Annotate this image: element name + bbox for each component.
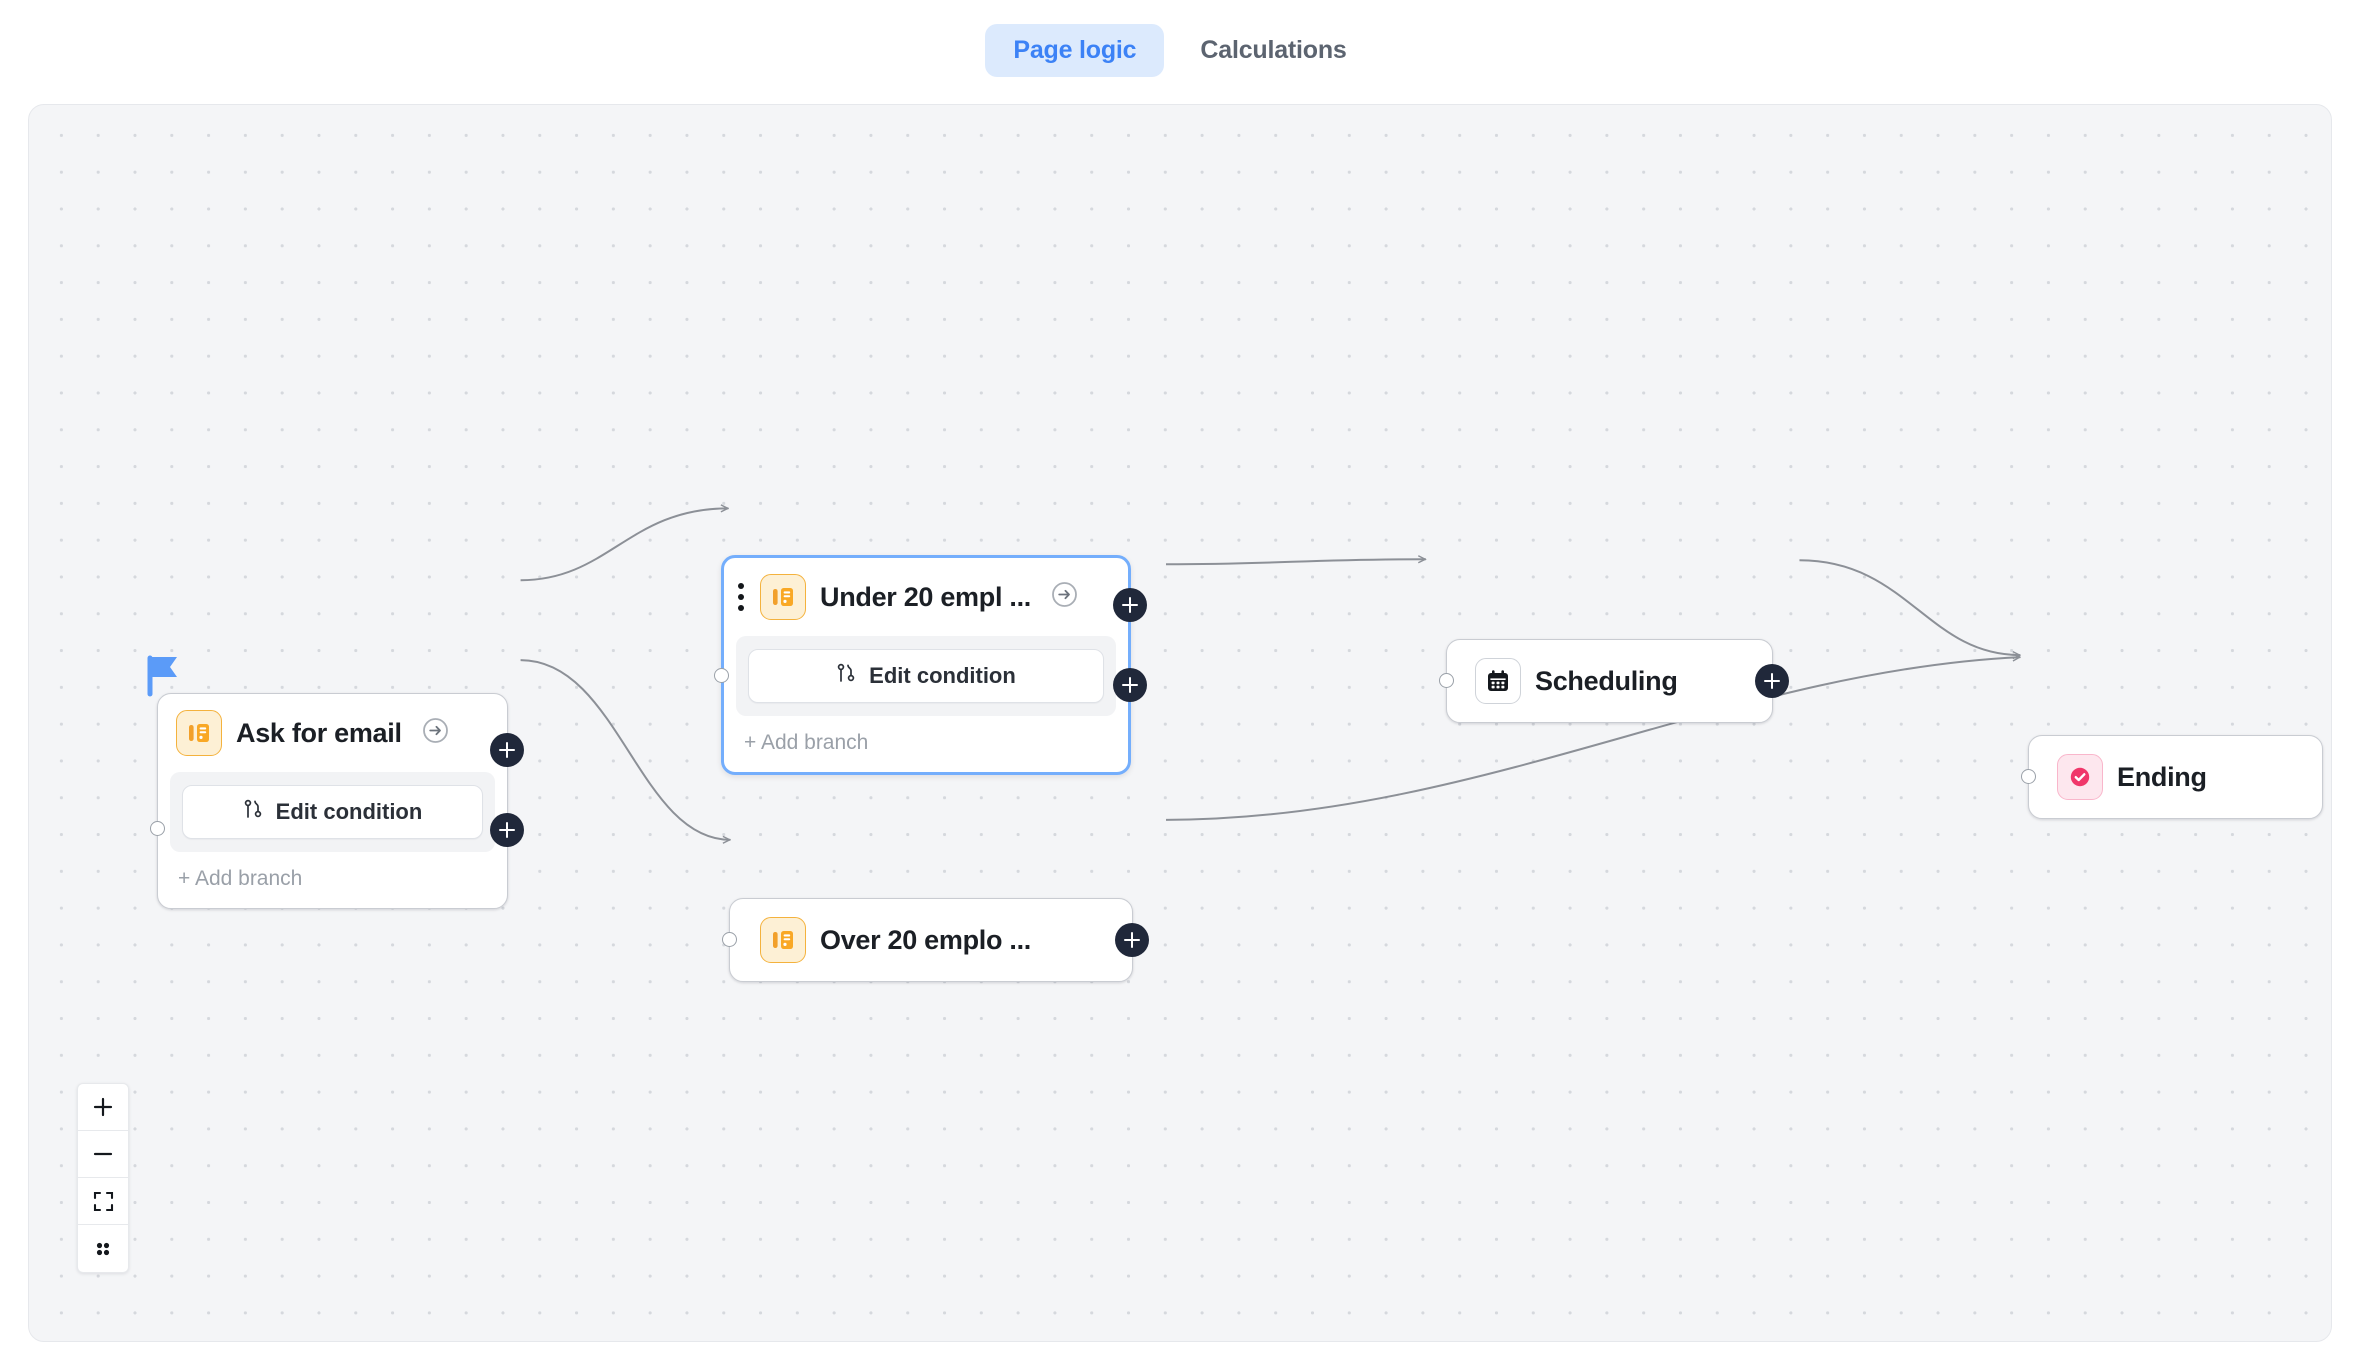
start-flag-icon xyxy=(144,654,184,703)
go-to-page-icon[interactable] xyxy=(1051,581,1078,613)
form-icon xyxy=(176,710,222,756)
edge-scheduling-to-ending xyxy=(1799,559,2020,655)
input-port[interactable] xyxy=(2021,769,2036,784)
go-to-page-icon[interactable] xyxy=(422,717,449,749)
node-header-over-20: Over 20 emplo ... xyxy=(730,899,1132,981)
node-title: Scheduling xyxy=(1535,665,1678,696)
node-header-ask-for-email: Ask for email xyxy=(158,694,507,772)
form-icon xyxy=(760,574,806,620)
node-header-ending: Ending xyxy=(2029,736,2322,818)
calendar-icon xyxy=(1475,658,1521,704)
input-port[interactable] xyxy=(1439,673,1454,688)
tab-calculations[interactable]: Calculations xyxy=(1200,35,1347,64)
node-title: Ending xyxy=(2117,761,2207,792)
node-scheduling[interactable]: Scheduling xyxy=(1439,639,1789,723)
edge-under-to-scheduling xyxy=(1166,559,1426,566)
add-node-after-bottom[interactable] xyxy=(1113,668,1147,702)
add-node-after[interactable] xyxy=(1755,664,1789,698)
input-port[interactable] xyxy=(150,821,165,836)
input-port[interactable] xyxy=(722,932,737,947)
check-circle-icon xyxy=(2057,754,2103,800)
node-ending[interactable]: Ending xyxy=(2021,735,2323,819)
branch-icon xyxy=(836,662,858,690)
zoom-controls[interactable] xyxy=(77,1083,129,1273)
tab-page-logic[interactable]: Page logic xyxy=(985,23,1165,77)
input-port[interactable] xyxy=(714,668,729,683)
node-title: Under 20 empl ... xyxy=(820,581,1031,612)
toggle-interactivity-icon[interactable] xyxy=(78,1225,128,1272)
add-node-after-top[interactable] xyxy=(1113,588,1147,622)
drag-handle-icon[interactable] xyxy=(738,583,744,611)
node-title: Ask for email xyxy=(236,717,402,748)
form-icon xyxy=(760,917,806,963)
view-tabs: Page logic Calculations xyxy=(0,0,2360,100)
edge-ask-to-under xyxy=(520,508,729,582)
add-node-after-bottom[interactable] xyxy=(490,813,524,847)
zoom-in-button[interactable] xyxy=(78,1084,128,1131)
branch-icon xyxy=(243,798,265,826)
node-ask-for-email[interactable]: Ask for email Edit condition xyxy=(147,655,524,909)
condition-section-ask-for-email: Edit condition xyxy=(170,772,495,852)
edit-condition-button[interactable]: Edit condition xyxy=(748,649,1104,703)
node-header-scheduling: Scheduling xyxy=(1447,640,1772,722)
node-header-under-20: Under 20 empl ... xyxy=(724,558,1128,636)
condition-section-under-20: Edit condition xyxy=(736,636,1116,716)
add-branch-button[interactable]: + Add branch xyxy=(744,731,869,754)
node-over-20-employees[interactable]: Over 20 emplo ... xyxy=(722,898,1149,982)
edge-ask-to-over xyxy=(520,659,731,840)
fit-view-icon[interactable] xyxy=(78,1178,128,1225)
node-title: Over 20 emplo ... xyxy=(820,924,1031,955)
node-under-20-employees[interactable]: Under 20 empl ... Edit condition xyxy=(714,555,1147,775)
add-branch-button[interactable]: + Add branch xyxy=(178,867,303,890)
zoom-out-button[interactable] xyxy=(78,1131,128,1178)
edit-condition-button[interactable]: Edit condition xyxy=(182,785,483,839)
edge-layer xyxy=(520,105,2331,1341)
flow-canvas[interactable]: Ask for email Edit condition xyxy=(28,104,2332,1342)
add-node-after[interactable] xyxy=(1115,923,1149,957)
edge-over-to-ending xyxy=(1166,657,2020,821)
edit-condition-label: Edit condition xyxy=(275,799,423,824)
edit-condition-label: Edit condition xyxy=(869,663,1016,688)
add-node-after-top[interactable] xyxy=(490,733,524,767)
